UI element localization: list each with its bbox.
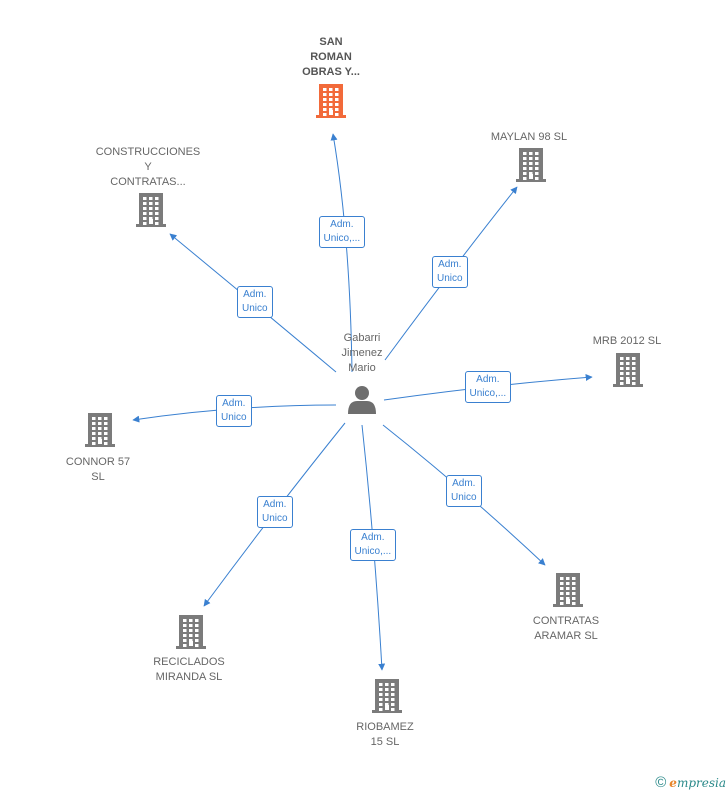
role-label-maylan[interactable]: Adm. Unico	[432, 256, 468, 288]
company-label-reciclados[interactable]: RECICLADOS MIRANDA SL	[153, 656, 225, 683]
role-label-riobamez[interactable]: Adm. Unico,...	[349, 529, 397, 561]
company-label-san-roman[interactable]: SAN ROMAN OBRAS Y...	[302, 36, 360, 78]
role-label-connor[interactable]: Adm. Unico	[216, 395, 252, 427]
building-icon-construcciones[interactable]	[136, 193, 166, 227]
footer-brand: © empresia	[655, 774, 726, 791]
building-icon-riobamez[interactable]	[372, 679, 402, 713]
brand-logo: empresia	[669, 775, 726, 790]
role-label-reciclados[interactable]: Adm. Unico	[257, 496, 293, 528]
person-icon[interactable]	[348, 386, 376, 414]
building-icon-reciclados[interactable]	[176, 615, 206, 649]
company-label-construcciones[interactable]: CONSTRUCCIONES Y CONTRATAS...	[95, 146, 201, 188]
building-icon-connor[interactable]	[85, 413, 115, 447]
building-icon-maylan[interactable]	[516, 148, 546, 182]
role-label-construcciones[interactable]: Adm. Unico	[237, 286, 273, 318]
company-label-connor[interactable]: CONNOR 57 SL	[65, 456, 131, 483]
role-label-mrb[interactable]: Adm. Unico,...	[464, 371, 512, 403]
company-label-contratas-aramar[interactable]: CONTRATAS ARAMAR SL	[532, 615, 600, 642]
person-name[interactable]: Gabarri Jimenez Mario	[341, 332, 383, 374]
company-label-maylan[interactable]: MAYLAN 98 SL	[490, 131, 568, 143]
building-icon-contratas-aramar[interactable]	[553, 573, 583, 607]
role-label-san-roman[interactable]: Adm. Unico,...	[318, 216, 366, 248]
building-icon-mrb[interactable]	[613, 353, 643, 387]
copyright-icon: ©	[655, 774, 667, 791]
building-icon-san-roman[interactable]	[316, 84, 346, 118]
company-label-mrb[interactable]: MRB 2012 SL	[592, 335, 662, 347]
company-label-riobamez[interactable]: RIOBAMEZ 15 SL	[356, 721, 414, 748]
role-label-contratas-aramar[interactable]: Adm. Unico	[446, 475, 482, 507]
